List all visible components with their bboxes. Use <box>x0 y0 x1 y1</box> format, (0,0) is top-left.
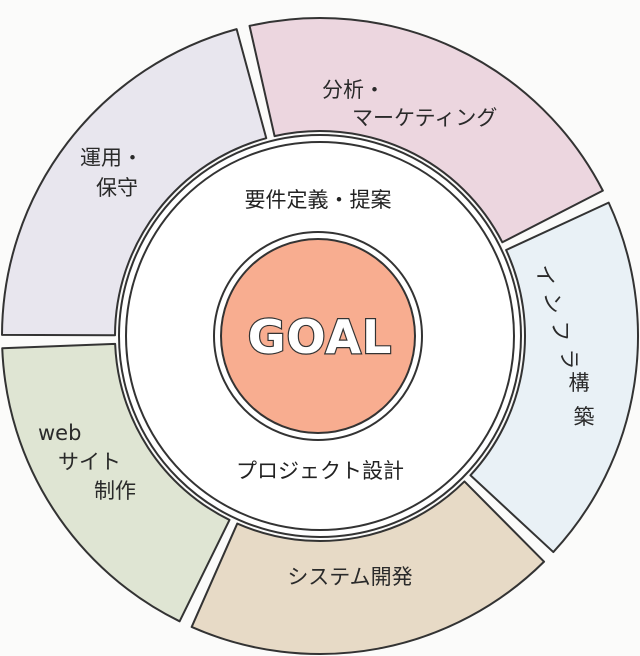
goal-circle <box>220 238 416 434</box>
middle-ring-top-label: 要件定義・提案 <box>245 188 392 212</box>
segment-label-system-development: システム開発 <box>287 565 412 589</box>
segment-website-production <box>1 342 231 623</box>
segment-label-infrastructure-char: 築 <box>574 405 595 429</box>
segment-label-website-production: サイト <box>58 450 121 474</box>
segment-analysis-marketing <box>248 17 604 244</box>
segment-label-infrastructure-char: ラ <box>557 349 581 370</box>
segment-label-infrastructure-char: フ <box>548 321 572 342</box>
goal-label: GOAL <box>248 310 393 364</box>
segment-infrastructure <box>469 201 639 554</box>
segment-label-infrastructure-char: 構 <box>569 371 590 395</box>
segment-label-infrastructure-char: イ <box>533 265 557 286</box>
segment-label-analysis-marketing: マーケティング <box>352 106 497 130</box>
segment-label-website-production: web <box>38 421 81 445</box>
segment-label-operations-maintenance: 保守 <box>96 176 138 200</box>
segment-label-infrastructure-char: ン <box>540 293 564 314</box>
segment-label-analysis-marketing: 分析・ <box>322 78 385 102</box>
segment-label-website-production: 制作 <box>94 479 136 503</box>
segment-label-operations-maintenance: 運用・ <box>80 146 143 170</box>
segment-system-development <box>190 480 546 655</box>
middle-ring-bottom-label: プロジェクト設計 <box>236 459 404 483</box>
segment-operations-maintenance <box>1 28 268 337</box>
